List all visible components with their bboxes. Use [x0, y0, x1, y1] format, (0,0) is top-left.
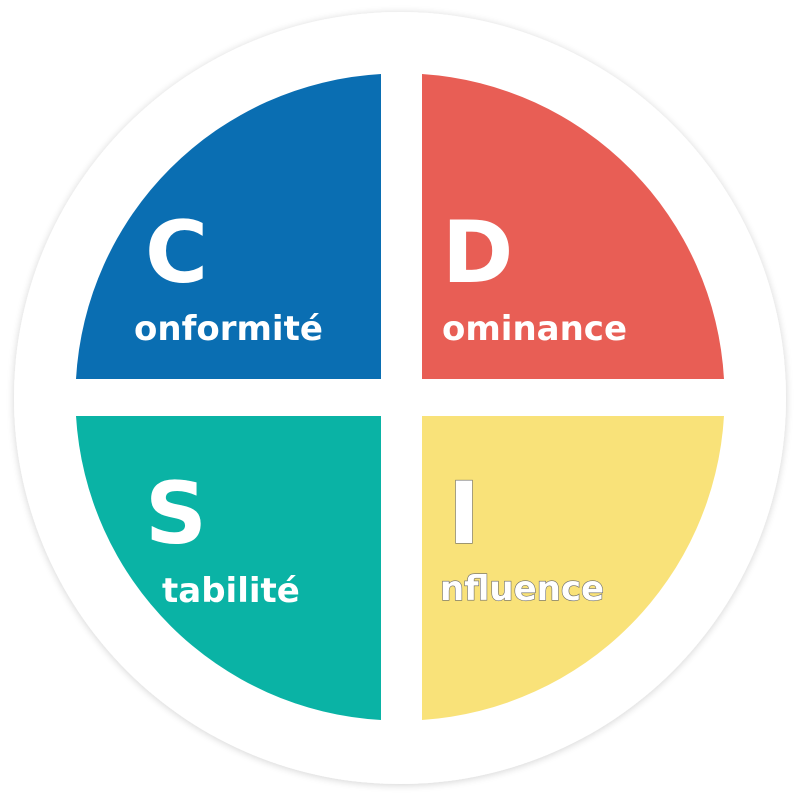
stabilite-letter: S: [145, 464, 207, 564]
dominance-word: ominance: [442, 309, 627, 349]
dominance-letter: D: [442, 203, 513, 303]
stabilite-word: tabilité: [162, 571, 300, 611]
conformite-letter: C: [145, 203, 208, 303]
outer-ring: [14, 12, 786, 784]
influence-word: nfluence: [440, 569, 604, 609]
influence-letter: I: [448, 464, 480, 564]
quadrant-stabilite: [76, 416, 381, 720]
quadrant-conformite: [76, 74, 381, 379]
quadrant-dominance: [422, 74, 724, 379]
quadrant-influence: [422, 416, 724, 720]
conformite-word: onformité: [134, 309, 323, 349]
